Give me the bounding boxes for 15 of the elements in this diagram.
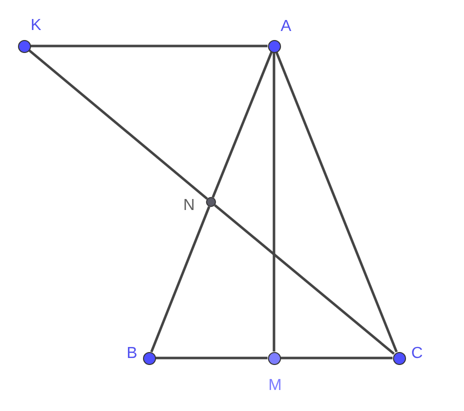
point-label: N (183, 198, 195, 214)
line-segment (275, 52, 398, 352)
line-segment (214, 204, 395, 355)
point-label: A (280, 19, 292, 35)
point-label: M (268, 378, 282, 394)
line-segment (280, 356, 392, 360)
point-label: C (411, 346, 423, 362)
point-label: B (126, 346, 138, 362)
line-segment (150, 206, 210, 352)
line-segment (28, 49, 208, 200)
line-segment (272, 52, 276, 352)
line-segment (156, 356, 268, 360)
point-label: K (30, 18, 42, 34)
line-segment (30, 44, 268, 48)
line-segment (212, 52, 273, 198)
